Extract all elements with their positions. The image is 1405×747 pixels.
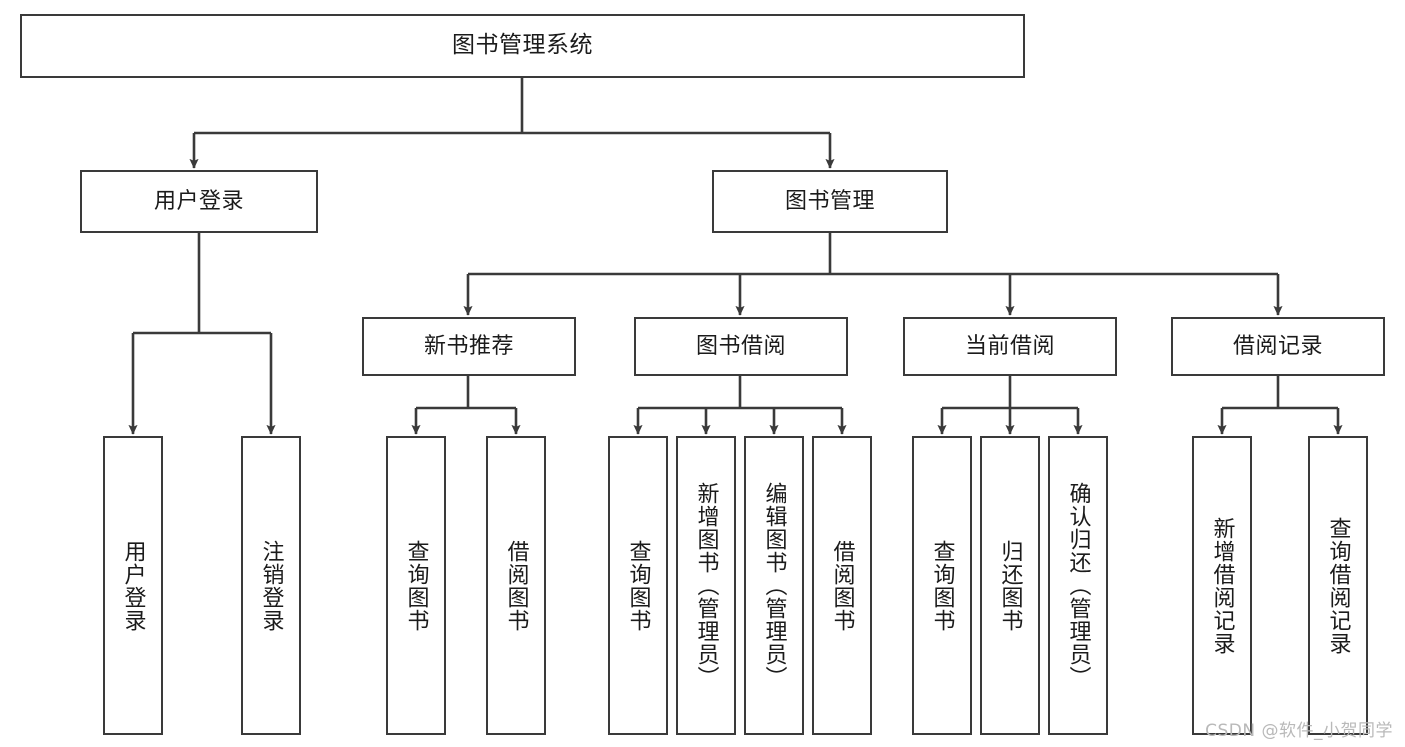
node-leaf-query-book-1[interactable]: 查询图书 [386,436,446,735]
node-current-borrowing[interactable]: 当前借阅 [903,317,1117,376]
node-label: 归还图书 [997,539,1023,632]
node-leaf-confirm-return[interactable]: 确认归还（管理员） [1048,436,1108,735]
node-label: 编辑图书（管理员） [761,482,787,689]
node-leaf-query-book-2[interactable]: 查询图书 [608,436,668,735]
node-label: 查询借阅记录 [1325,516,1351,655]
node-leaf-logout[interactable]: 注销登录 [241,436,301,735]
node-leaf-add-book[interactable]: 新增图书（管理员） [676,436,736,735]
node-label: 查询图书 [929,539,955,632]
node-label: 确认归还（管理员） [1065,482,1091,689]
node-leaf-user-login[interactable]: 用户登录 [103,436,163,735]
node-label: 新增借阅记录 [1209,516,1235,655]
node-new-book-recommendation[interactable]: 新书推荐 [362,317,576,376]
node-leaf-query-borrow-record[interactable]: 查询借阅记录 [1308,436,1368,735]
node-leaf-query-book-3[interactable]: 查询图书 [912,436,972,735]
node-book-management[interactable]: 图书管理 [712,170,948,233]
node-book-borrowing[interactable]: 图书借阅 [634,317,848,376]
node-label: 注销登录 [258,539,284,632]
node-label: 当前借阅 [964,333,1055,359]
node-label: 图书借阅 [695,333,786,359]
node-leaf-add-borrow-record[interactable]: 新增借阅记录 [1192,436,1252,735]
node-label: 查询图书 [625,539,651,632]
csdn-watermark: CSDN @软件_小贺同学 [1205,721,1393,741]
node-label: 图书管理系统 [452,32,593,59]
node-label: 借阅图书 [503,539,529,632]
node-root-system[interactable]: 图书管理系统 [20,14,1025,78]
node-label: 新增图书（管理员） [693,482,719,689]
node-label: 查询图书 [403,539,429,632]
node-leaf-borrow-book-1[interactable]: 借阅图书 [486,436,546,735]
node-leaf-borrow-book-2[interactable]: 借阅图书 [812,436,872,735]
node-user-login[interactable]: 用户登录 [80,170,318,233]
node-borrowing-records[interactable]: 借阅记录 [1171,317,1385,376]
node-label: 用户登录 [120,539,146,632]
node-label: 借阅图书 [829,539,855,632]
node-leaf-edit-book[interactable]: 编辑图书（管理员） [744,436,804,735]
node-label: 图书管理 [784,188,875,214]
node-label: 借阅记录 [1232,333,1323,359]
node-label: 新书推荐 [423,333,514,359]
node-label: 用户登录 [153,188,244,214]
node-leaf-return-book[interactable]: 归还图书 [980,436,1040,735]
